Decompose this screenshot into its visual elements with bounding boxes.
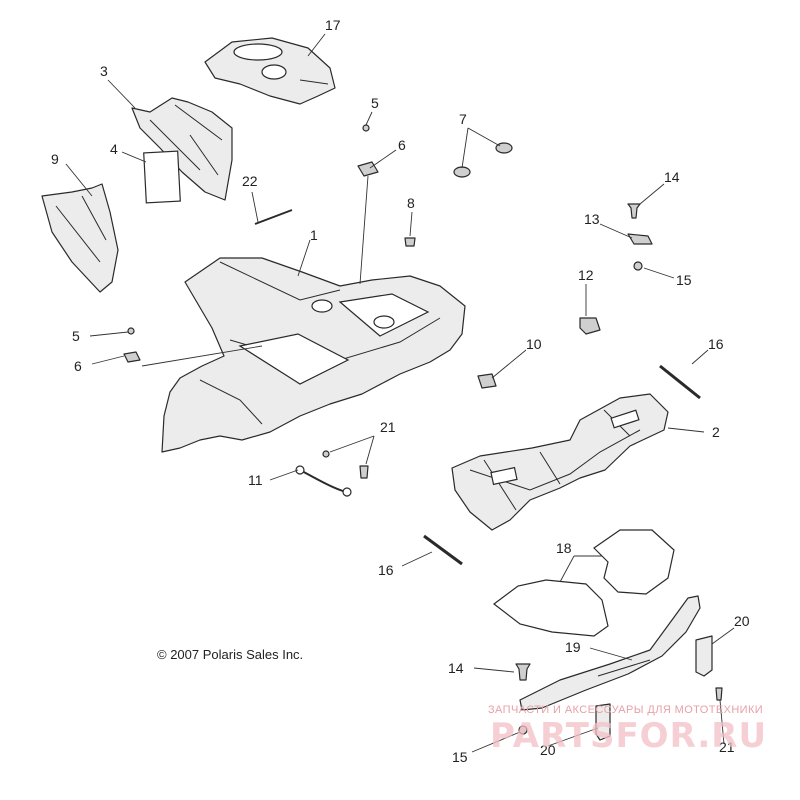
part-3-side-panel	[131, 97, 233, 201]
callout-6: 6	[398, 137, 406, 153]
callout-21: 21	[719, 739, 735, 755]
callout-14: 14	[664, 169, 680, 185]
part-5-screw-left	[127, 327, 135, 335]
part-12-clip	[579, 317, 601, 335]
callout-5: 5	[72, 328, 80, 344]
part-18-mat-a	[493, 579, 609, 637]
callout-11: 11	[248, 472, 263, 488]
part-21-screw-lower	[715, 687, 723, 701]
part-14-bolt-lower	[515, 663, 531, 681]
callout-8: 8	[407, 195, 415, 211]
part-8-push-rivet	[404, 237, 416, 247]
callout-7: 7	[459, 111, 467, 127]
part-16-rod-right	[659, 364, 701, 400]
callout-20: 20	[540, 742, 556, 758]
part-18-mat-b	[593, 529, 675, 595]
part-4-decal	[143, 150, 181, 204]
part-20-bracket-right	[695, 635, 713, 677]
part-22-rod	[254, 209, 293, 225]
callout-20: 20	[734, 613, 750, 629]
callout-21: 21	[380, 419, 396, 435]
callout-15: 15	[452, 749, 468, 765]
callout-6: 6	[74, 358, 82, 374]
part-1-front-fender	[161, 257, 466, 453]
callout-5: 5	[371, 95, 379, 111]
callout-4: 4	[110, 141, 118, 157]
callout-1: 1	[310, 227, 318, 243]
part-19-bar	[519, 595, 701, 711]
part-9-left-panel	[41, 183, 119, 293]
part-13-bracket	[627, 233, 653, 245]
callout-10: 10	[526, 336, 542, 352]
part-5-screw-top	[362, 124, 370, 132]
part-14-bolt-top	[627, 203, 641, 219]
callout-2: 2	[712, 424, 720, 440]
callout-9: 9	[51, 151, 59, 167]
part-21-screw-mid	[359, 465, 369, 479]
part-16-rod-lower	[423, 534, 463, 566]
part-17-cover	[204, 37, 336, 105]
part-11-cable	[299, 469, 347, 493]
part-15-nut-top	[633, 261, 643, 271]
callout-17: 17	[325, 17, 341, 33]
callout-22: 22	[242, 173, 258, 189]
watermark-logo: PARTSFOR.RU	[490, 716, 768, 756]
callout-12: 12	[578, 267, 594, 283]
part-7-plug-a	[453, 166, 471, 178]
callout-19: 19	[565, 639, 581, 655]
copyright-notice: © 2007 Polaris Sales Inc.	[157, 647, 304, 662]
part-20-bracket-lower	[595, 703, 611, 741]
watermark-tagline: ЗАПЧАСТИ И АКСЕССУАРЫ ДЛЯ МОТОТЕХНИКИ	[488, 704, 764, 716]
callout-16: 16	[708, 336, 724, 352]
callout-18: 18	[556, 540, 572, 556]
callout-16: 16	[378, 562, 394, 578]
part-10-clip	[477, 373, 497, 389]
part-2-rear-rack	[451, 393, 669, 531]
callout-15: 15	[676, 272, 692, 288]
callout-3: 3	[100, 63, 108, 79]
callout-13: 13	[584, 211, 600, 227]
part-7-plug-b	[495, 142, 513, 154]
part-15-nut-lower	[518, 725, 528, 735]
part-6-clip-left	[123, 351, 141, 363]
leader-lines	[65, 33, 735, 753]
callout-14: 14	[448, 660, 464, 676]
